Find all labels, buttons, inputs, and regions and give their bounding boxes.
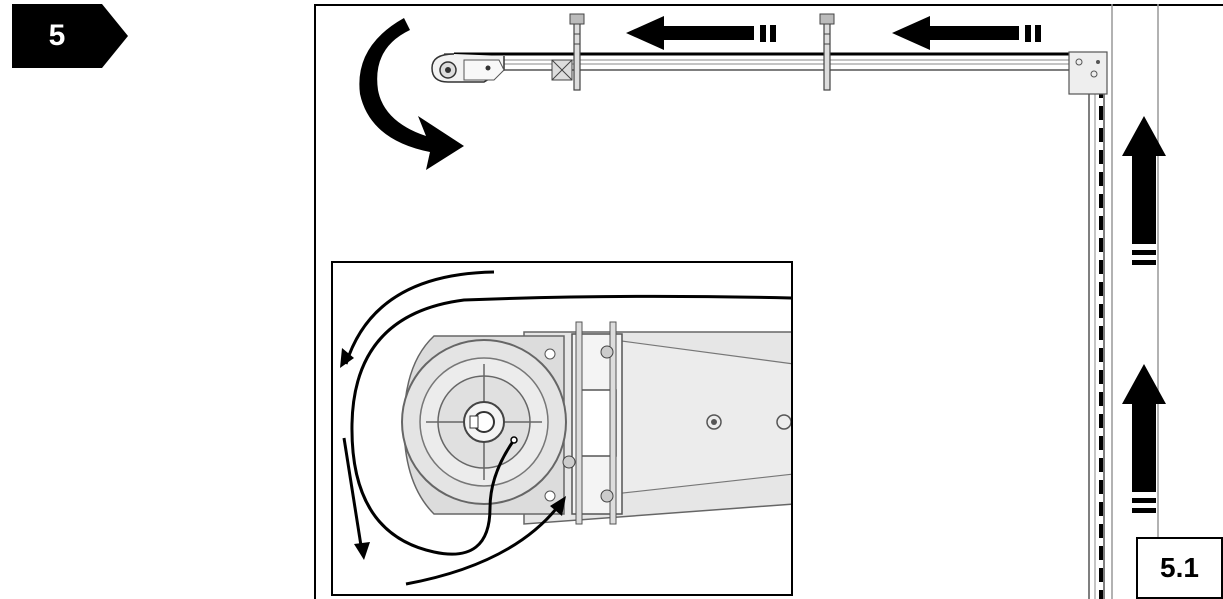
door-track-diagram xyxy=(314,4,1223,599)
figure-label: 5.1 xyxy=(1136,537,1223,599)
vertical-track xyxy=(1073,63,1105,599)
left-arrow-icon xyxy=(892,16,1041,50)
main-diagram xyxy=(314,4,1223,599)
curved-rotation-arrow-icon xyxy=(359,18,464,170)
horizontal-track xyxy=(444,52,1105,95)
cable-routing-arrow-icon xyxy=(340,270,495,368)
cable-drum xyxy=(431,53,505,83)
inset-detail xyxy=(331,261,793,596)
door-panel-edge xyxy=(1111,4,1159,599)
track-hanger-2 xyxy=(819,13,835,91)
up-arrow-icon xyxy=(1122,116,1166,265)
cable-routing-arrow-icon xyxy=(342,437,370,560)
cable-routing-arrow-icon xyxy=(405,496,566,586)
track-clamp xyxy=(551,59,573,81)
corner-bracket xyxy=(1068,51,1108,95)
step-number: 5 xyxy=(48,19,66,52)
step-badge: 5 xyxy=(12,4,128,68)
left-arrow-icon xyxy=(626,16,776,50)
track-hanger-1 xyxy=(569,13,585,91)
up-arrow-icon xyxy=(1122,364,1166,513)
arrow-badge-icon xyxy=(12,4,128,68)
